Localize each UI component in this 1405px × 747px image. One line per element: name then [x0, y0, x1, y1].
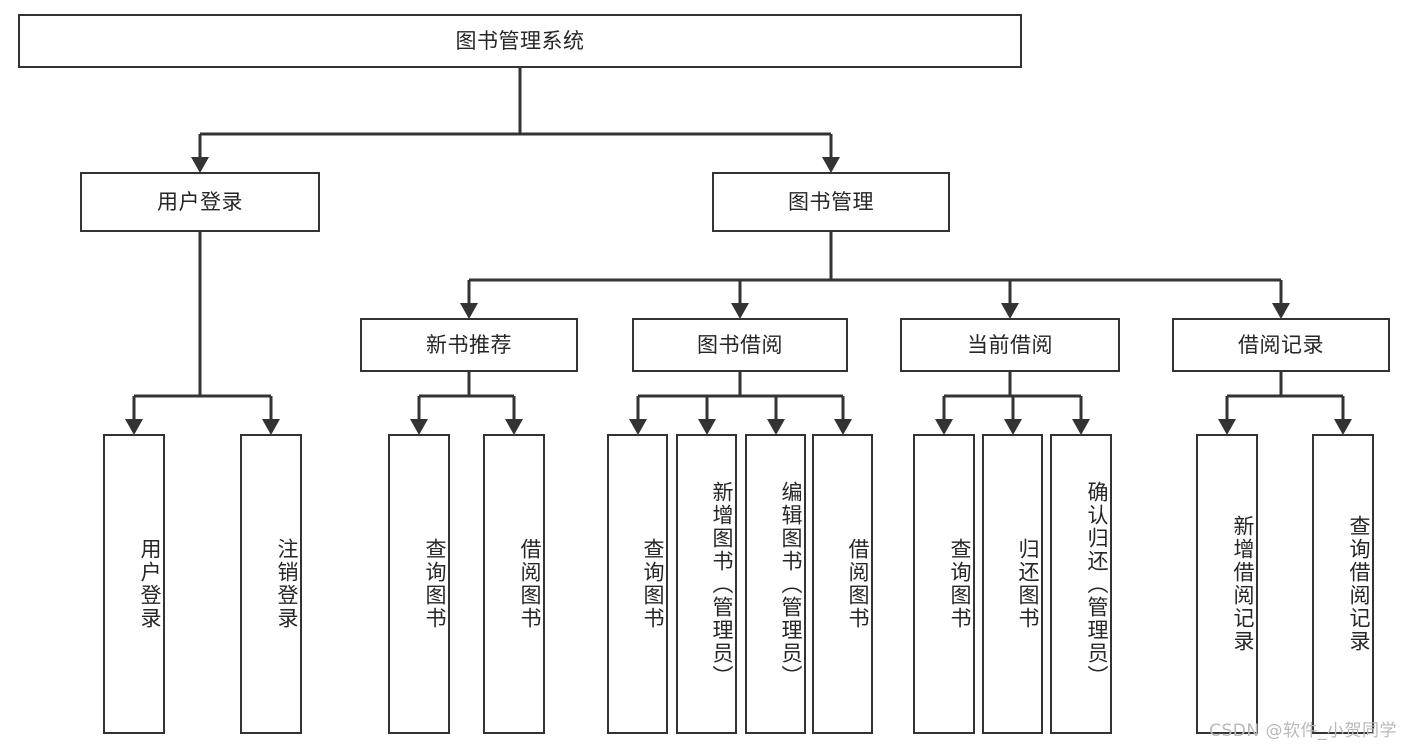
arrow-head	[1072, 419, 1090, 435]
node-new-book-rec[interactable]: 新书推荐	[360, 318, 578, 372]
node-leaf-query-book-2[interactable]: 查询图书	[607, 434, 668, 734]
node-label: 编辑图书（管理员）	[779, 480, 803, 688]
node-label: 借阅记录	[1238, 332, 1324, 357]
arrow-head	[1218, 419, 1236, 435]
node-label: 图书借阅	[697, 332, 783, 357]
arrow-head	[731, 303, 749, 319]
node-book-manage[interactable]: 图书管理	[712, 172, 950, 232]
arrow-head	[1334, 419, 1352, 435]
node-leaf-return-book[interactable]: 归还图书	[982, 434, 1043, 734]
node-leaf-edit-book[interactable]: 编辑图书（管理员）	[745, 434, 806, 734]
node-label: 当前借阅	[967, 332, 1053, 357]
node-leaf-query-book-1[interactable]: 查询图书	[388, 434, 450, 734]
arrow-head	[505, 419, 523, 435]
node-current-borrow[interactable]: 当前借阅	[900, 318, 1120, 372]
arrow-head	[410, 419, 428, 435]
node-label: 查询图书	[948, 538, 972, 630]
node-leaf-add-book[interactable]: 新增图书（管理员）	[676, 434, 737, 734]
node-borrow-record[interactable]: 借阅记录	[1172, 318, 1390, 372]
node-label: 查询图书	[423, 538, 447, 630]
node-label: 图书管理	[788, 189, 874, 214]
arrow-head	[1004, 419, 1022, 435]
node-label: 新增借阅记录	[1231, 515, 1255, 653]
node-leaf-borrow-book-1[interactable]: 借阅图书	[483, 434, 545, 734]
node-book-borrow[interactable]: 图书借阅	[632, 318, 848, 372]
arrow-head	[191, 157, 209, 173]
node-leaf-confirm-return[interactable]: 确认归还（管理员）	[1050, 434, 1112, 734]
node-leaf-query-record[interactable]: 查询借阅记录	[1312, 434, 1374, 734]
arrow-head	[834, 419, 852, 435]
node-label: 新增图书（管理员）	[710, 480, 734, 688]
arrow-head	[125, 419, 143, 435]
node-label: 注销登录	[275, 538, 299, 630]
node-label: 查询借阅记录	[1347, 515, 1371, 653]
node-leaf-user-login[interactable]: 用户登录	[103, 434, 165, 734]
node-label: 归还图书	[1016, 538, 1040, 630]
node-leaf-user-logout[interactable]: 注销登录	[240, 434, 302, 734]
node-leaf-query-book-3[interactable]: 查询图书	[913, 434, 975, 734]
node-label: 新书推荐	[426, 332, 512, 357]
arrow-head	[935, 419, 953, 435]
arrow-head	[262, 419, 280, 435]
arrow-head	[460, 303, 478, 319]
node-user-login[interactable]: 用户登录	[80, 172, 320, 232]
arrow-head	[629, 419, 647, 435]
node-label: 借阅图书	[518, 538, 542, 630]
node-root[interactable]: 图书管理系统	[18, 14, 1022, 68]
arrow-head	[1272, 303, 1290, 319]
node-label: 用户登录	[138, 538, 162, 630]
node-label: 用户登录	[157, 189, 243, 214]
node-label: 图书管理系统	[455, 28, 585, 53]
arrow-head	[1001, 303, 1019, 319]
watermark-label: CSDN @软件_小贺同学	[1209, 721, 1397, 741]
node-leaf-borrow-book-2[interactable]: 借阅图书	[812, 434, 873, 734]
node-label: 确认归还（管理员）	[1085, 480, 1109, 688]
node-label: 查询图书	[641, 538, 665, 630]
arrow-head	[698, 419, 716, 435]
arrow-head	[767, 419, 785, 435]
arrow-head	[822, 157, 840, 173]
node-leaf-add-record[interactable]: 新增借阅记录	[1196, 434, 1258, 734]
node-label: 借阅图书	[846, 538, 870, 630]
